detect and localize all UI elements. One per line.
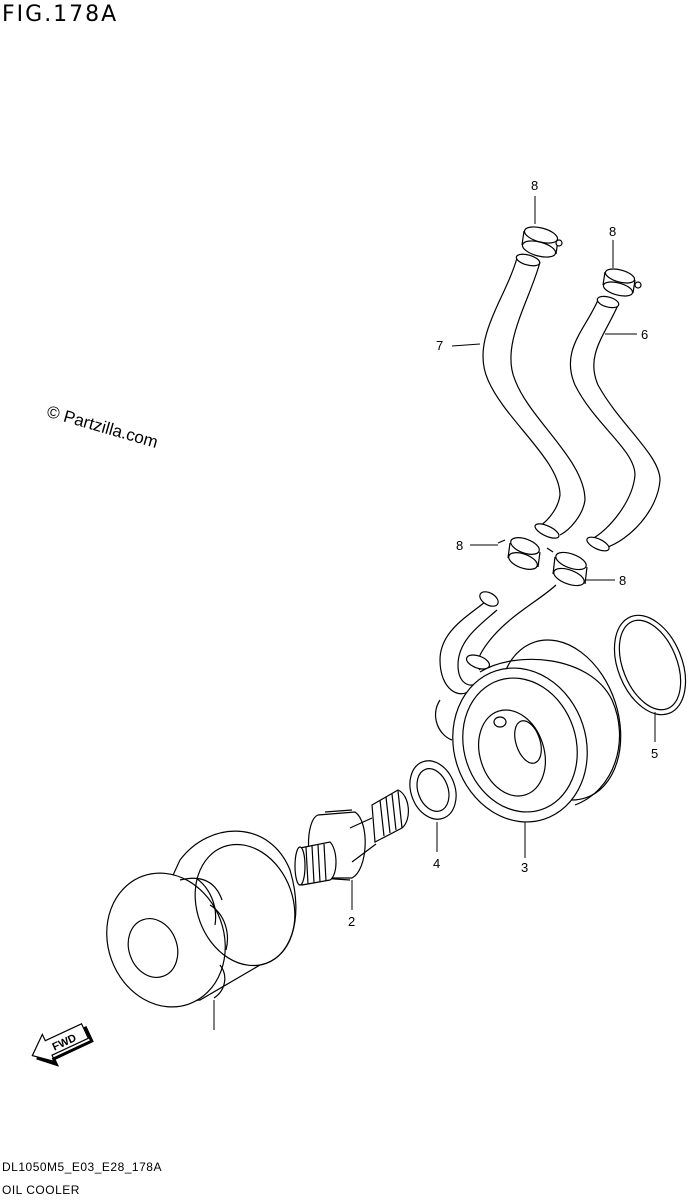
callout-4: 4 bbox=[433, 856, 440, 871]
callout-2: 2 bbox=[348, 914, 355, 929]
clamp-8-top-left[interactable] bbox=[521, 224, 563, 260]
callout-5: 5 bbox=[651, 746, 658, 761]
gasket-4[interactable] bbox=[402, 754, 464, 825]
callout-3: 3 bbox=[521, 860, 528, 875]
figure-name: OIL COOLER bbox=[2, 1183, 80, 1197]
o-ring-5[interactable] bbox=[601, 605, 691, 725]
callout-8: 8 bbox=[531, 178, 538, 193]
fwd-arrow-icon: FWD bbox=[31, 1023, 94, 1067]
callout-7: 7 bbox=[436, 338, 443, 353]
hose-6[interactable] bbox=[569, 294, 661, 553]
callout-8: 8 bbox=[456, 538, 463, 553]
oil-cooler-3[interactable] bbox=[433, 584, 640, 840]
figure-title: FIG.178A bbox=[2, 2, 119, 27]
callout-8: 8 bbox=[619, 573, 626, 588]
figure-code: DL1050M5_E03_E28_178A bbox=[2, 1160, 162, 1174]
callout-6: 6 bbox=[641, 327, 648, 342]
clamp-8-bottom-right[interactable] bbox=[546, 547, 588, 589]
clamp-8-top-right[interactable] bbox=[602, 266, 642, 298]
union-bolt-2[interactable] bbox=[294, 789, 409, 886]
oil-filter-1[interactable] bbox=[88, 830, 311, 1023]
leader-lines bbox=[213, 196, 656, 1030]
clamp-8-bottom-left[interactable] bbox=[497, 534, 541, 572]
callout-8: 8 bbox=[609, 224, 616, 239]
hose-7[interactable] bbox=[482, 252, 586, 541]
